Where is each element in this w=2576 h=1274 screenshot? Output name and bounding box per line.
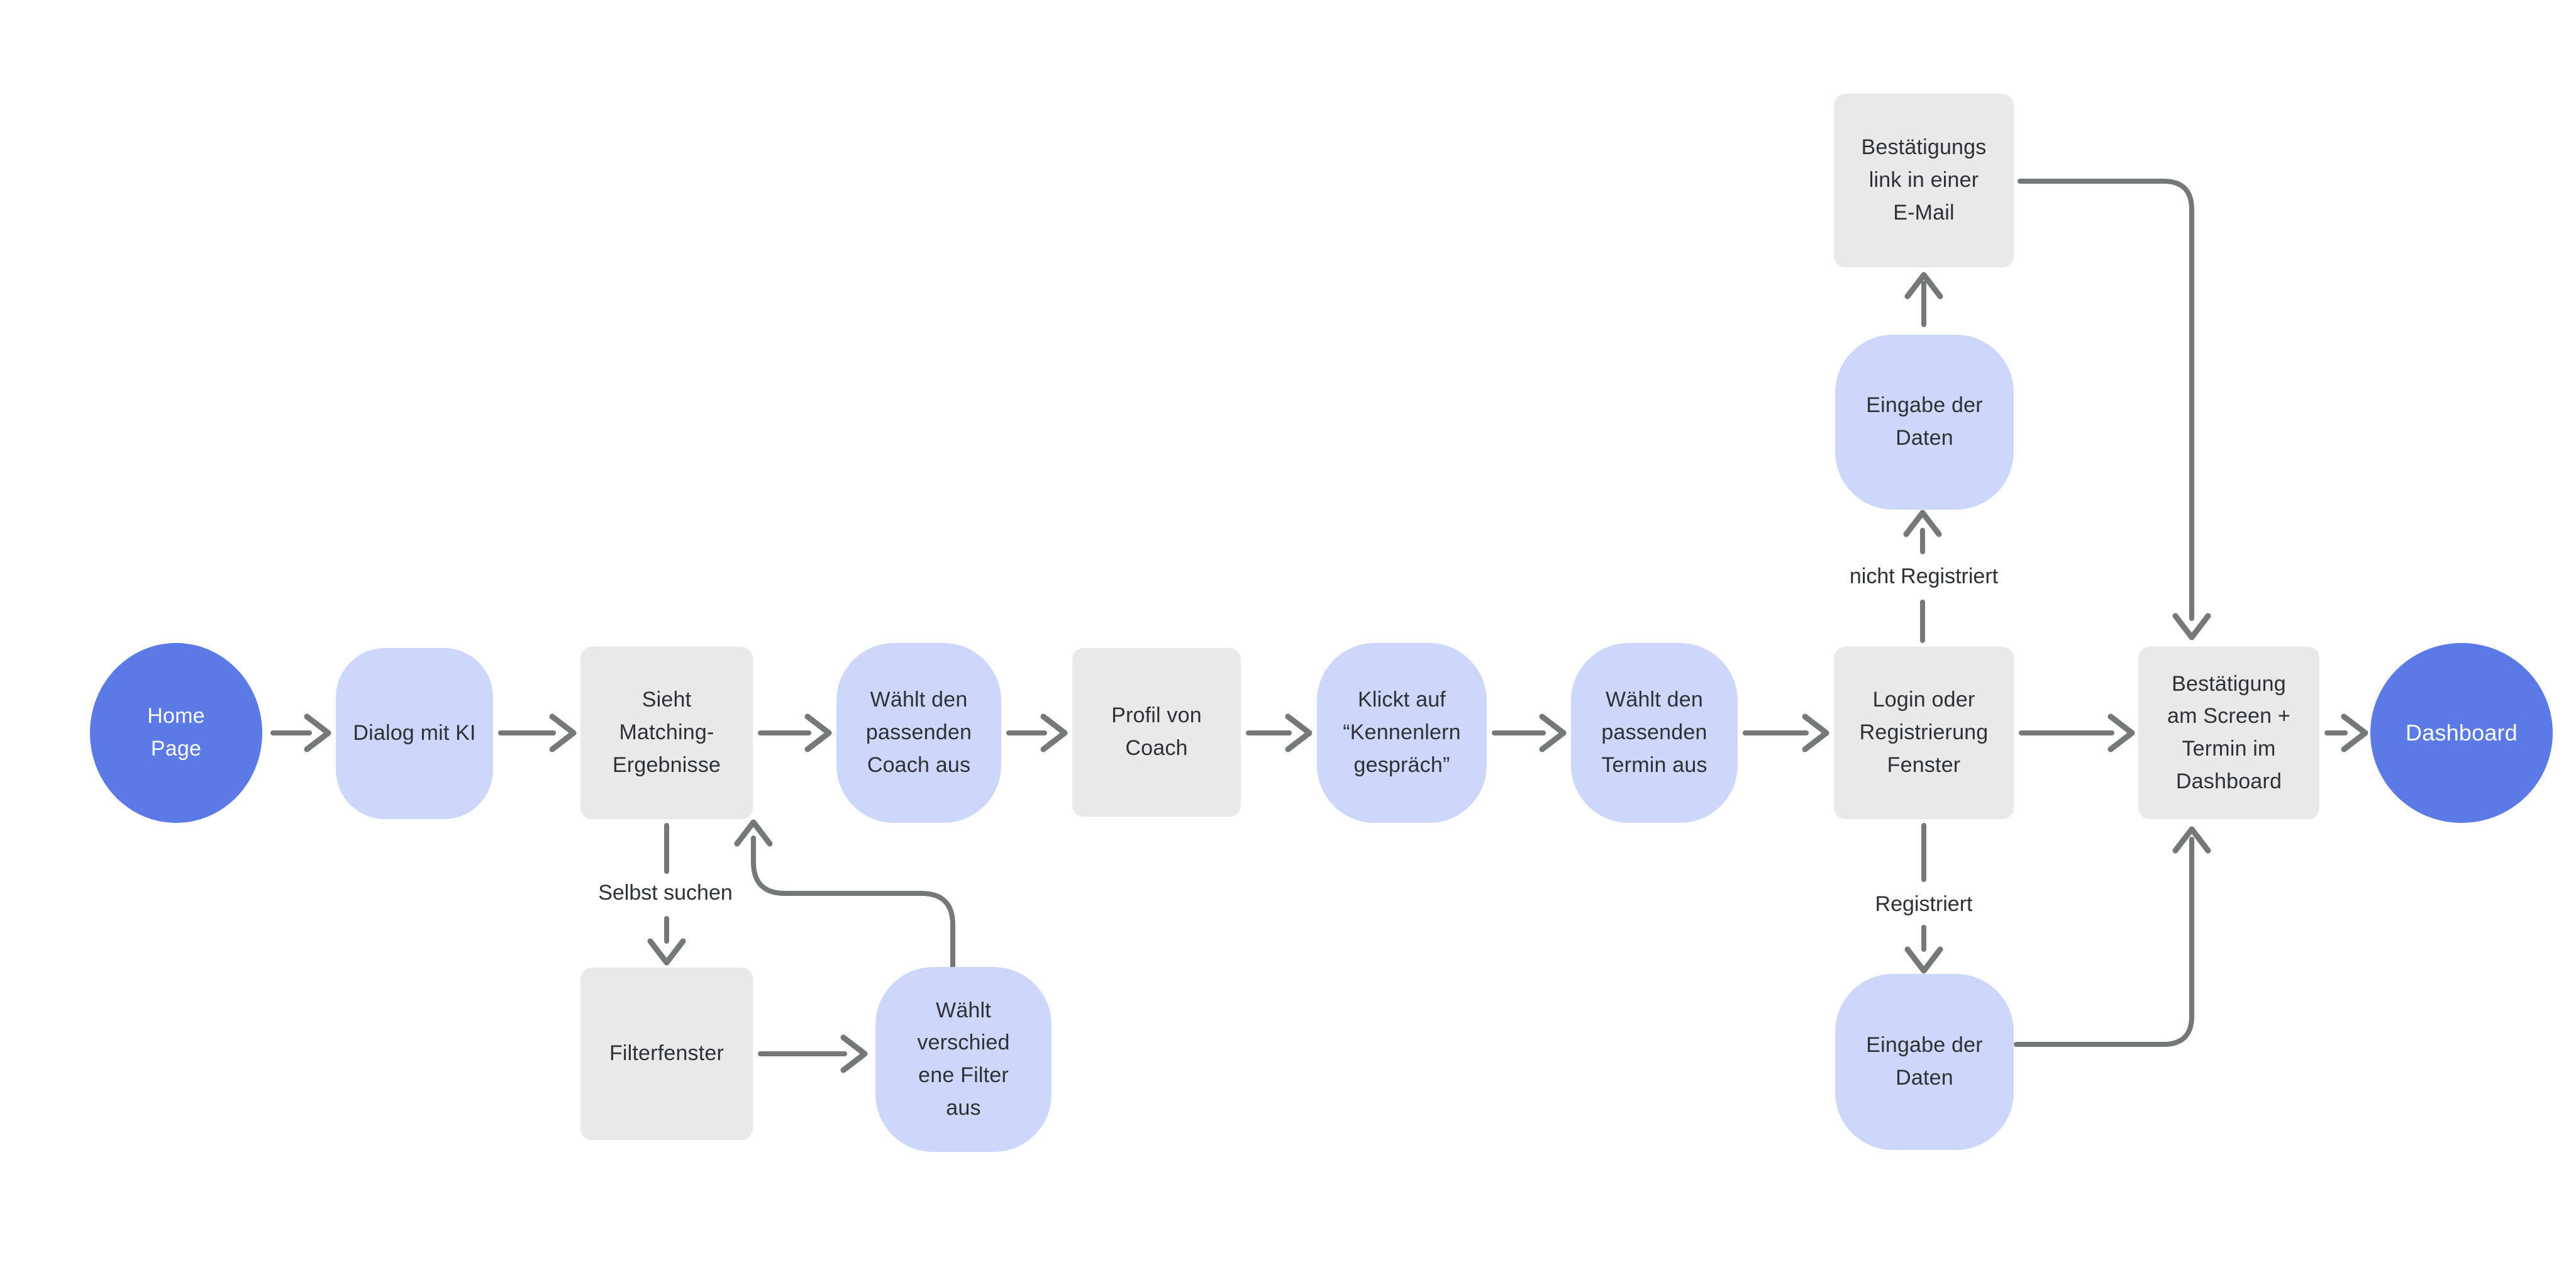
node-label: Dashboard [2406, 719, 2518, 746]
node-profil-von-coach: Profil von Coach [1072, 648, 1241, 817]
arrowhead-right-icon [1802, 713, 1829, 752]
arrowhead-down-icon [647, 938, 686, 966]
node-bestaetigung-am-screen: Bestätigung am Screen + Termin im Dashbo… [2138, 647, 2319, 819]
edge-eingabeunten-bestaetigung-elbow [2014, 837, 2194, 1047]
node-waehlt-termin: Wählt den passenden Termin aus [1571, 643, 1738, 823]
node-home-page: Home Page [90, 643, 262, 823]
arrowhead-down-icon [2172, 613, 2211, 640]
arrowhead-right-icon [1285, 713, 1313, 752]
arrowhead-right-icon [1040, 713, 1068, 752]
node-filterfenster: Filterfenster [580, 968, 753, 1140]
node-label: Profil von Coach [1111, 703, 1202, 760]
node-label: Dialog mit KI [353, 721, 476, 746]
node-label: Filterfenster [609, 1041, 724, 1066]
edge-label-selbst-suchen: Selbst suchen [598, 881, 733, 905]
arrowhead-right-icon [304, 713, 331, 752]
arrowhead-up-icon [1904, 272, 1943, 299]
edge-email-bestaetigung-elbow [2018, 179, 2194, 621]
node-eingabe-der-daten-oben: Eingabe der Daten [1835, 335, 2014, 510]
node-label: Wählt verschied ene Filter aus [917, 998, 1010, 1120]
node-eingabe-der-daten-unten: Eingabe der Daten [1835, 974, 2014, 1150]
edge-label-registriert: Registriert [1875, 892, 1973, 916]
node-label: Wählt den passenden Coach aus [865, 688, 972, 777]
arrowhead-right-icon [2107, 713, 2135, 752]
node-label: Eingabe der Daten [1866, 1033, 1983, 1090]
node-label: Sieht Matching- Ergebnisse [612, 688, 721, 777]
node-label: Bestätigung am Screen + Termin im Dashbo… [2167, 671, 2290, 793]
node-label: Bestätigungs link in einer E-Mail [1861, 135, 1987, 225]
arrowhead-right-icon [804, 713, 832, 752]
node-dashboard: Dashboard [2370, 643, 2553, 823]
node-dialog-mit-ki: Dialog mit KI [336, 648, 493, 819]
node-sieht-matching-ergebnisse: Sieht Matching- Ergebnisse [580, 647, 753, 819]
node-login-registrierung-fenster: Login oder Registrierung Fenster [1834, 647, 2014, 819]
arrowhead-up-icon [1903, 510, 1942, 537]
node-label: Home Page [147, 704, 205, 761]
arrowhead-right-icon [2341, 713, 2368, 752]
arrowhead-up-icon [2172, 826, 2211, 854]
node-label: Wählt den passenden Termin aus [1601, 688, 1707, 777]
node-label: Klickt auf “Kennenlern gespräch” [1343, 688, 1461, 777]
arrowhead-down-icon [1904, 946, 1943, 974]
edge-filter-sieht-elbow [751, 835, 955, 969]
node-waehlt-coach: Wählt den passenden Coach aus [836, 643, 1001, 823]
edge-label-nicht-registriert: nicht Registriert [1849, 564, 1999, 588]
arrowhead-right-icon [1539, 713, 1567, 752]
node-waehlt-verschiedene-filter: Wählt verschied ene Filter aus [875, 967, 1052, 1152]
node-label: Login oder Registrierung Fenster [1859, 688, 1989, 777]
node-bestaetigungslink-email: Bestätigungs link in einer E-Mail [1834, 94, 2014, 267]
arrowhead-right-icon [549, 713, 577, 752]
node-label: Eingabe der Daten [1866, 393, 1983, 450]
arrowhead-up-icon [734, 819, 773, 847]
node-klickt-kennenlerngespraech: Klickt auf “Kennenlern gespräch” [1317, 643, 1487, 823]
arrowhead-right-icon [840, 1034, 868, 1073]
